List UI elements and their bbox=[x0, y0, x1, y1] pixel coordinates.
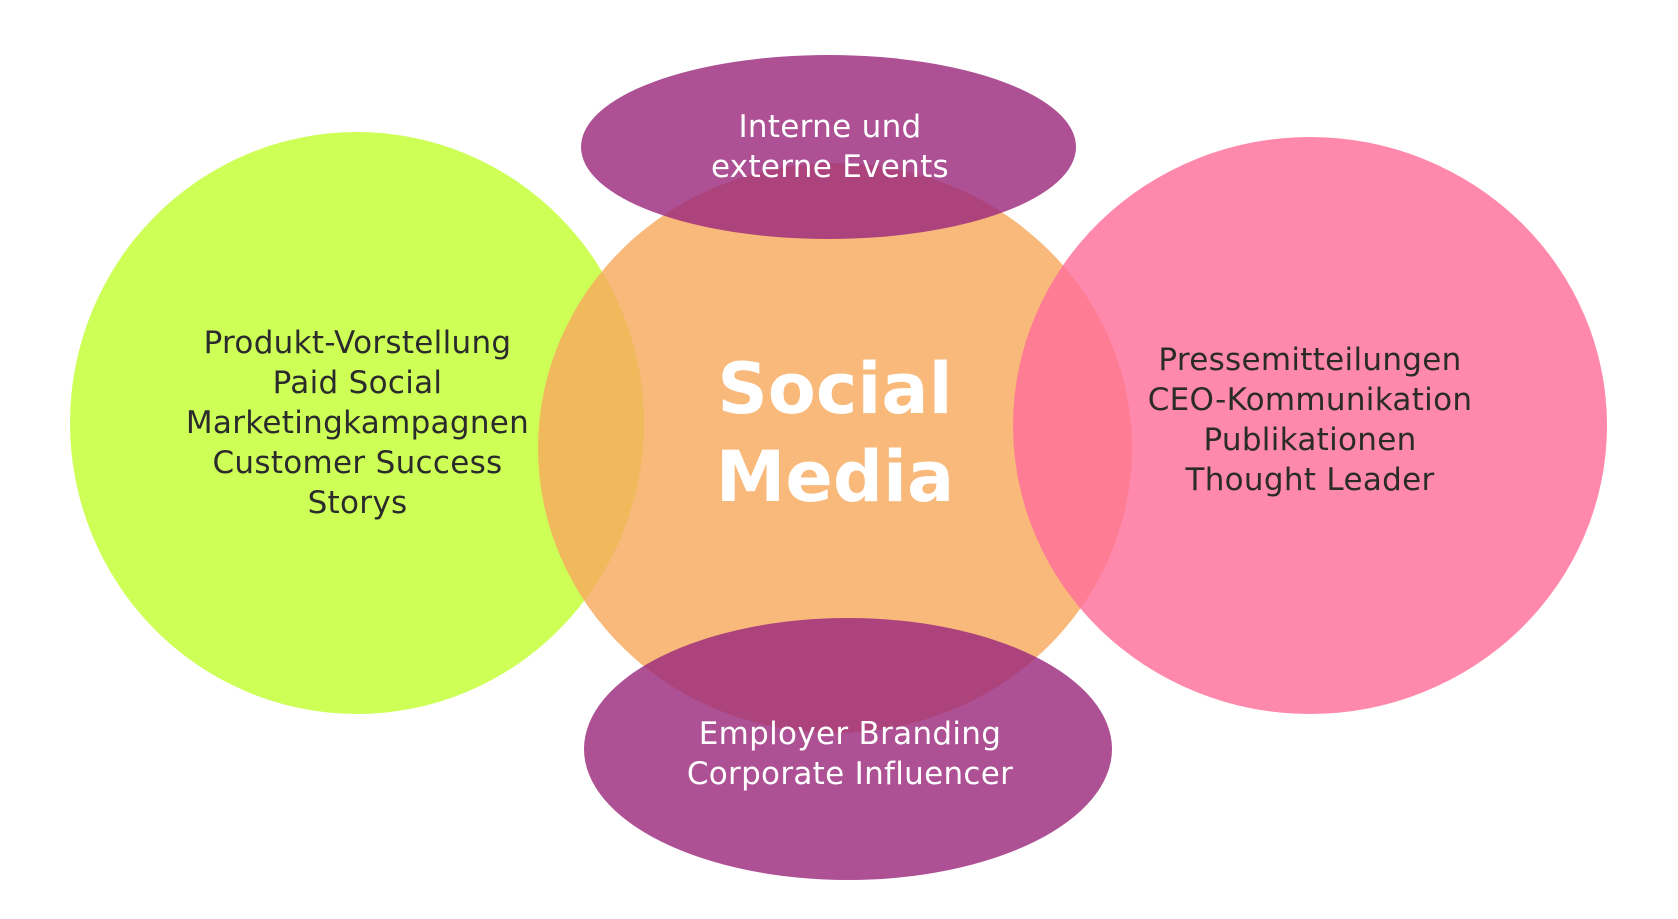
left-line-2: Paid Social bbox=[272, 365, 443, 401]
top-ellipse-label: Interne und externe Events bbox=[640, 105, 1020, 189]
top-ellipse bbox=[581, 55, 1076, 239]
top-line-1: Interne und bbox=[738, 109, 922, 145]
left-line-3: Marketingkampagnen bbox=[185, 405, 530, 441]
left-line-4: Customer Success bbox=[212, 445, 503, 481]
right-line-1: Pressemitteilungen bbox=[1158, 342, 1462, 378]
bottom-ellipse-label: Employer Branding Corporate Influencer bbox=[650, 712, 1050, 796]
top-line-2: externe Events bbox=[710, 149, 950, 185]
bottom-line-1: Employer Branding bbox=[698, 716, 1002, 752]
center-title-line-1: Social bbox=[717, 348, 953, 430]
left-line-1: Produkt-Vorstellung bbox=[203, 325, 512, 361]
center-title: Social Media bbox=[660, 338, 1010, 528]
bottom-line-2: Corporate Influencer bbox=[686, 756, 1014, 792]
center-title-line-2: Media bbox=[715, 436, 955, 518]
right-line-2: CEO-Kommunikation bbox=[1147, 382, 1473, 418]
right-circle-label: Pressemitteilungen CEO-Kommunikation Pub… bbox=[1105, 335, 1515, 505]
left-circle-label: Produkt-Vorstellung Paid Social Marketin… bbox=[150, 318, 565, 528]
bottom-ellipse bbox=[584, 618, 1112, 880]
right-line-3: Publikationen bbox=[1203, 422, 1417, 458]
right-line-4: Thought Leader bbox=[1185, 462, 1435, 498]
left-line-5: Storys bbox=[307, 485, 408, 521]
right-circle bbox=[1013, 137, 1607, 714]
